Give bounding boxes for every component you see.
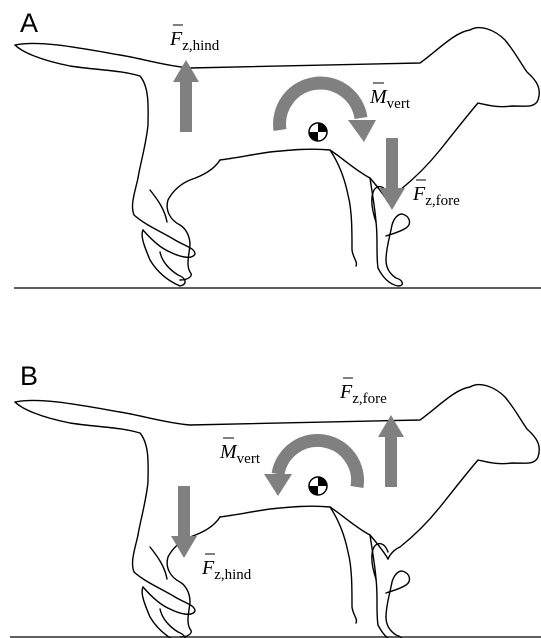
hind-force-arrow-icon	[173, 60, 199, 132]
panel-b: B Fz,hind Fz,fore Mvert	[10, 361, 541, 638]
moment-arrow-a-curved-arrow-icon	[280, 83, 376, 142]
moment-label-b: Mvert	[219, 441, 261, 467]
moment-label-a: Mvert	[369, 86, 411, 112]
panel-letter-a: A	[20, 8, 38, 38]
dog-outline-a	[15, 28, 539, 286]
fore-force-label-a: Fz,fore	[412, 183, 460, 209]
fore-force-label-b: Fz,fore	[339, 381, 387, 407]
panel-a: A Fz,hind Fz,fore Mvert	[14, 8, 541, 288]
fore-force-arrow-icon	[379, 138, 405, 210]
panel-letter-b: B	[20, 361, 38, 391]
fore-force-arrow-icon	[378, 415, 404, 487]
dog-outline-b	[15, 385, 539, 638]
center-of-mass-icon	[309, 477, 327, 495]
center-of-mass-icon	[309, 123, 327, 141]
hind-force-label-b: Fz,hind	[201, 557, 252, 583]
hind-force-label-a: Fz,hind	[169, 28, 220, 54]
